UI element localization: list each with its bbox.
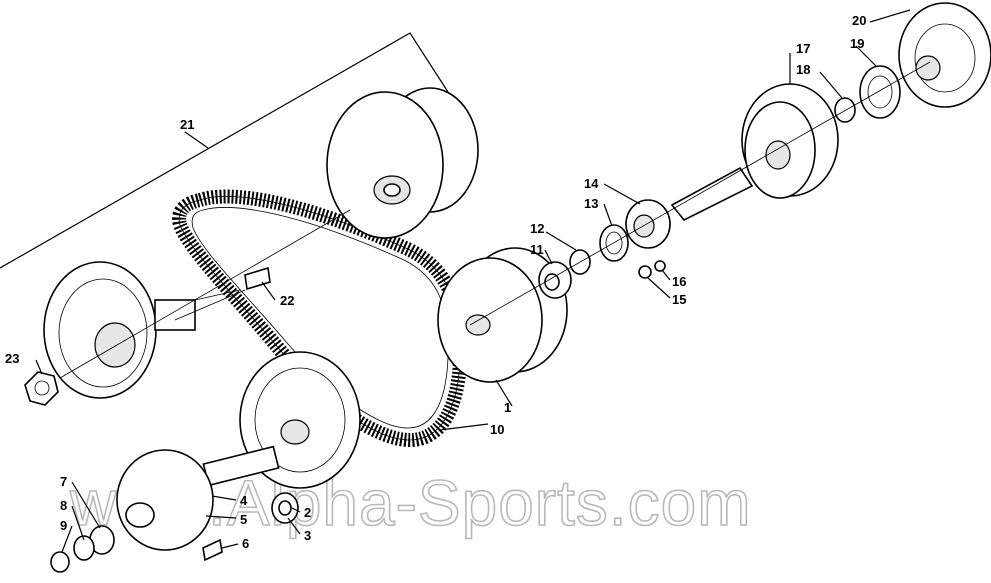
callout-22: 22: [280, 293, 294, 308]
spider-assembly: [116, 449, 223, 562]
callout-3: 3: [304, 528, 311, 543]
driven-clutch-upper-sheave: [326, 87, 479, 239]
callout-23: 23: [5, 351, 19, 366]
callout-10: 10: [490, 422, 504, 437]
callout-17: 17: [796, 41, 810, 56]
callout-20: 20: [852, 13, 866, 28]
callout-2: 2: [304, 505, 311, 520]
callout-9: 9: [60, 518, 67, 533]
bearing-part-2: [271, 492, 299, 524]
bearing-part-11: [538, 261, 572, 299]
bearing-part-14: [625, 199, 671, 249]
callout-7: 7: [60, 474, 67, 489]
callout-21: 21: [180, 117, 194, 132]
callout-16: 16: [672, 274, 686, 289]
callout-14: 14: [584, 176, 599, 191]
washer-stack: [50, 525, 115, 573]
callout-8: 8: [60, 498, 67, 513]
callout-12: 12: [530, 221, 544, 236]
callout-6: 6: [242, 536, 249, 551]
callout-11: 11: [530, 242, 544, 257]
callout-15: 15: [672, 292, 686, 307]
clutch-part-19: [859, 65, 901, 119]
fastener-parts-15-16: [638, 260, 666, 279]
assembly-axis-lines: [59, 61, 931, 379]
callout-labels: 1 2 3 4 5 6 7 8 9 10 11 12 13 14 15 16 1…: [5, 13, 866, 551]
callout-19: 19: [850, 36, 864, 51]
nut-part-23: [24, 371, 59, 406]
drive-clutch-movable-sheave: [202, 351, 361, 489]
drive-clutch-housing: [43, 261, 241, 399]
callout-13: 13: [584, 196, 598, 211]
callout-leaders: [35, 9, 911, 553]
assembly-bracket: [0, 32, 449, 269]
callout-4: 4: [240, 493, 248, 508]
nut-part-18: [834, 97, 856, 123]
driven-shaft-drum-part-17: [670, 83, 839, 222]
housing-part-20: [898, 2, 991, 108]
callout-1: 1: [504, 400, 511, 415]
callout-5: 5: [240, 512, 247, 527]
callout-18: 18: [796, 62, 810, 77]
shaft-key: [244, 266, 271, 291]
